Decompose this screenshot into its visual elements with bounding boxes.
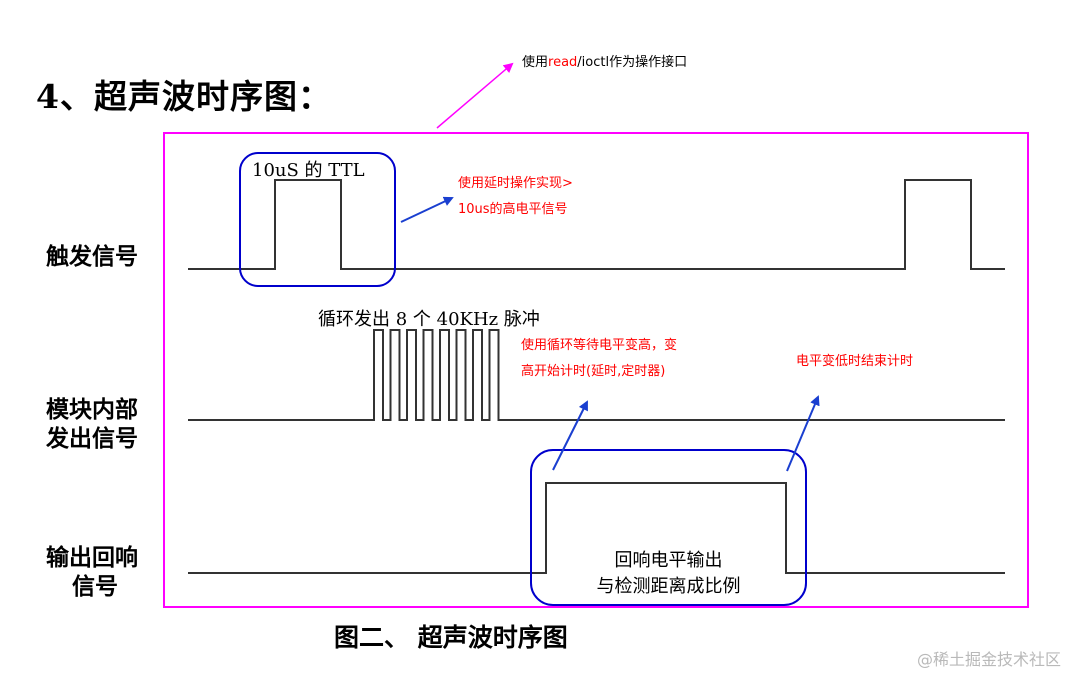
echo-box-text-line2: 与检测距离成比例: [596, 576, 741, 597]
note-delay: 使用延时操作实现> 10us的高电平信号: [458, 171, 573, 223]
note-delay-line1: 使用延时操作实现>: [458, 176, 573, 191]
echo-waveform: [188, 482, 1005, 574]
arrow-low-note: [786, 395, 820, 472]
echo-box-text-line1: 回响电平输出: [614, 550, 723, 571]
annotation-top: 使用read/ioctl作为操作接口: [522, 51, 687, 70]
annotation-top-arrow: [436, 62, 514, 129]
section-title: 4、超声波时序图：: [36, 77, 332, 116]
pulse-label: 循环发出 8 个 40KHz 脉冲: [318, 309, 540, 330]
note-wait-line1: 使用循环等待电平变高，变: [521, 338, 678, 353]
echo-highlight-box: [530, 449, 807, 606]
figure-caption: 图二、 超声波时序图: [334, 623, 568, 652]
note-delay-line2: 10us的高电平信号: [458, 202, 568, 217]
note-wait: 使用循环等待电平变高，变 高开始计时(延时,定时器): [521, 333, 677, 385]
module-signal-label-line2: 发出信号: [46, 425, 138, 452]
echo-signal-label-line2: 信号: [72, 573, 118, 600]
note-wait-line2: 高开始计时(延时,定时器): [521, 364, 666, 379]
arrow-wait-note: [552, 400, 588, 471]
ttl-highlight-box: [239, 152, 396, 287]
trigger-signal-label: 触发信号: [46, 243, 138, 270]
echo-signal-label-line1: 输出回响: [46, 544, 138, 571]
annotation-top-highlight: read: [548, 55, 578, 70]
note-low-end: 电平变低时结束计时: [796, 354, 914, 369]
ttl-label: 10uS 的 TTL: [252, 160, 365, 181]
annotation-top-after: /ioctl作为操作接口: [577, 55, 688, 70]
trigger-waveform: [188, 179, 1005, 270]
diagram-frame: [163, 132, 1029, 608]
module-pulse-line: [188, 329, 1005, 421]
watermark: @稀土掘金技术社区: [916, 650, 1061, 669]
module-signal-label-line1: 模块内部: [46, 396, 138, 423]
arrow-ttl-note: [400, 196, 454, 223]
annotation-top-before: 使用: [522, 55, 549, 70]
module-pulse-waveform: [188, 329, 1005, 421]
echo-box-text: 回响电平输出 与检测距离成比例: [581, 548, 756, 600]
